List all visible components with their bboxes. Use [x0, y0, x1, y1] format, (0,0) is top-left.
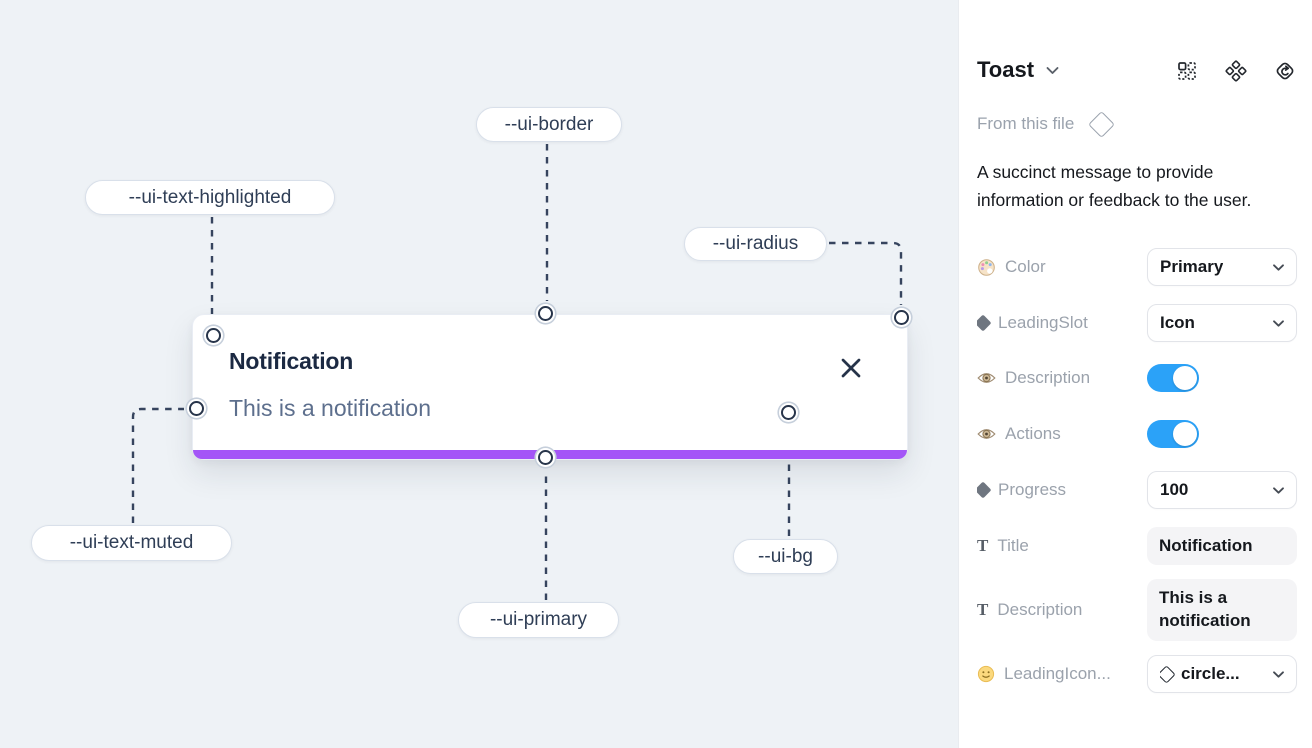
reset-diamond-icon[interactable] — [1274, 60, 1296, 82]
prop-label-text: Title — [997, 536, 1029, 555]
prop-label-text: Description — [1005, 368, 1091, 387]
leadingicon-select-value: circle... — [1160, 664, 1240, 684]
component-diamonds-icon[interactable] — [1225, 60, 1247, 82]
prop-label-color: Color — [977, 257, 1046, 277]
prop-label-text: LeadingIcon... — [1004, 664, 1111, 683]
title-field[interactable]: Notification — [1147, 527, 1297, 565]
color-select-value: Primary — [1160, 257, 1224, 276]
diamond-outline-icon — [1088, 110, 1116, 138]
prop-row-leadingicon: LeadingIcon... circle... — [959, 655, 1312, 693]
color-select[interactable]: Primary — [1147, 248, 1297, 286]
prop-label-text: Progress — [998, 480, 1067, 499]
prop-row-title: T Title Notification — [959, 527, 1312, 565]
leadingslot-select-value: Icon — [1160, 313, 1195, 332]
toast-component-preview[interactable]: Notification This is a notification — [192, 314, 908, 460]
prop-label-text: Description — [997, 600, 1083, 619]
connector-handle-primary — [538, 450, 553, 465]
chevron-down-icon — [1273, 486, 1284, 494]
connector-handle-radius — [894, 310, 909, 325]
prop-row-progress: Progress 100 — [959, 471, 1312, 509]
leadingslot-select[interactable]: Icon — [1147, 304, 1297, 342]
diamond-outline-icon — [1160, 664, 1176, 684]
progress-select[interactable]: 100 — [1147, 471, 1297, 509]
chevron-down-icon — [1273, 263, 1284, 271]
description-toggle[interactable] — [1147, 364, 1199, 392]
chevron-down-icon — [1273, 319, 1284, 327]
prop-label-description-text: T Description — [977, 600, 1082, 620]
label-ui-bg: --ui-bg — [733, 539, 838, 574]
prop-label-leadingicon: LeadingIcon... — [977, 664, 1111, 684]
prop-row-description-toggle: Description — [959, 359, 1312, 397]
text-icon: T — [977, 600, 989, 619]
palette-icon — [978, 258, 995, 276]
chevron-down-icon — [1273, 670, 1284, 678]
diamond-icon — [977, 314, 992, 332]
variants-grid-icon[interactable] — [1176, 60, 1198, 82]
toast-title: Notification — [229, 348, 354, 374]
properties-panel: Toast — [958, 0, 1312, 748]
prop-label-text: LeadingSlot — [998, 313, 1088, 332]
prop-row-actions-toggle: Actions — [959, 415, 1312, 453]
component-title: Toast — [977, 57, 1035, 82]
connector-handle-border — [538, 306, 553, 321]
prop-label-text: Color — [1005, 257, 1046, 276]
prop-row-description-text: T Description This is a notification — [959, 579, 1312, 641]
leadingicon-select[interactable]: circle... — [1147, 655, 1297, 693]
leadingicon-value-text: circle... — [1181, 664, 1240, 683]
connector-handle-bg — [781, 405, 796, 420]
label-ui-primary: --ui-primary — [458, 602, 619, 638]
eye-icon — [977, 429, 996, 439]
connector-handle-text-highlighted — [206, 328, 221, 343]
text-icon: T — [977, 536, 989, 555]
prop-label-description: Description — [977, 368, 1090, 388]
prop-label-leadingslot: LeadingSlot — [977, 313, 1088, 333]
close-icon[interactable] — [839, 356, 863, 380]
chevron-down-icon[interactable] — [1046, 66, 1059, 75]
source-label: From this file — [977, 114, 1075, 133]
toggle-knob — [1173, 422, 1197, 446]
prop-label-title: T Title — [977, 536, 1029, 556]
design-canvas[interactable]: Notification This is a notification --ui… — [0, 0, 958, 748]
smiley-icon — [977, 665, 995, 683]
label-ui-border: --ui-border — [476, 107, 622, 142]
label-ui-radius: --ui-radius — [684, 227, 827, 261]
prop-row-color: Color Primary — [959, 248, 1312, 286]
actions-toggle[interactable] — [1147, 420, 1199, 448]
description-field[interactable]: This is a notification — [1147, 579, 1297, 641]
progress-select-value: 100 — [1160, 480, 1189, 499]
label-ui-text-muted: --ui-text-muted — [31, 525, 232, 561]
diamond-icon — [977, 481, 992, 499]
connector-handle-text-muted — [189, 401, 204, 416]
prop-label-progress: Progress — [977, 480, 1066, 500]
prop-label-actions: Actions — [977, 424, 1061, 444]
component-description: A succinct message to provide informatio… — [977, 162, 1252, 211]
label-ui-text-highlighted: --ui-text-highlighted — [85, 180, 335, 215]
toggle-knob — [1173, 366, 1197, 390]
toast-description: This is a notification — [229, 395, 431, 421]
prop-row-leadingslot: LeadingSlot Icon — [959, 304, 1312, 342]
eye-icon — [977, 373, 996, 383]
prop-label-text: Actions — [1005, 424, 1061, 443]
